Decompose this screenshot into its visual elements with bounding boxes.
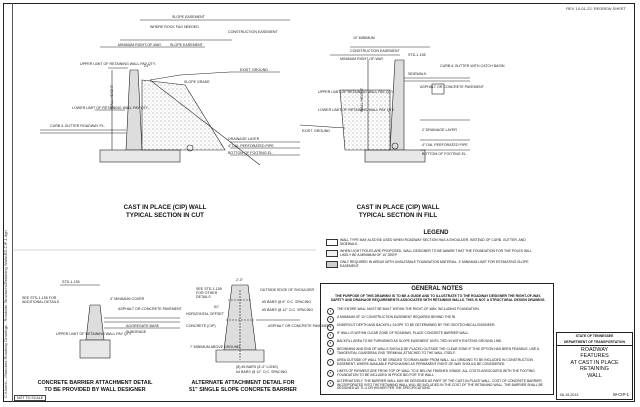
legend-symbol-icon (326, 250, 338, 257)
general-notes: GENERAL NOTES THE PURPOSE OF THIS DRAWIN… (320, 283, 554, 395)
legend-title: LEGEND (423, 230, 449, 236)
barrier-upper-limit: UPPER LIMIT OF RETAINING WALL PAY QTY. (56, 332, 132, 336)
notes-title: GENERAL NOTES (411, 286, 463, 292)
fill-asphalt: ASPHALT OR CONCRETE PAVEMENT (420, 85, 484, 89)
cut-curb-gutter: CURB & GUTTER ROADWAY P.L. (50, 124, 106, 128)
cut-min-row: MINIMUM RIGHT-OF-WAY (118, 43, 162, 47)
fill-std-1155: STD-1-155 (408, 53, 426, 57)
cut-dim-24: 24" (144, 64, 150, 68)
alt-bars-b: #5 BARS @ 12" O.C. SPACING (262, 308, 313, 312)
not-to-scale-note: NOT TO SCALE (14, 395, 47, 401)
fill-sidewalk: SIDEWALK (408, 72, 427, 76)
alt-title-line1: ALTERNATE ATTACHMENT DETAIL FOR (191, 380, 295, 386)
revision-tag: REV 10-01-22: REDREW SHEET (566, 6, 626, 11)
fill-bottom-footing: BOTTOM OF FOOTING EL. (422, 152, 468, 156)
tb-dept: DEPARTMENT OF TRANSPORTATION (557, 340, 632, 346)
barrier-title-line2: TO BE PROVIDED BY WALL DESIGNER (44, 387, 146, 393)
cut-wall-height: WALL HEIGHT (110, 84, 115, 110)
cut-drainage-layer: DRAINAGE LAYER (228, 137, 260, 141)
cut-where-rock: WHERE ROCK FAG NEEDED (150, 25, 199, 29)
tb-date: 06-15-2013 (560, 393, 579, 397)
alt-dim-2-0: 2'-0" (236, 278, 244, 282)
alt-see-std: SEE STD-1-155 FOR OTHER DETAILS (196, 287, 222, 299)
cut-bottom-footing: BOTTOM OF FOOTING EL. (228, 151, 274, 155)
alt-asphalt: ASPHALT OR CONCRETE PAVEMENT (268, 324, 332, 328)
fill-construction-easement: CONSTRUCTION EASEMENT (350, 49, 400, 53)
notes-intro: THE PURPOSE OF THIS DRAWING IS TO BE A G… (330, 294, 546, 302)
fill-lower-limit: LOWER LIMIT OF RETAINING WALL PAY QTY. (318, 108, 395, 112)
fill-drainage: 2' DRAINAGE LAYER (422, 128, 457, 132)
drawing-sheet (3, 3, 635, 402)
alt-title-line2: 51" SINGLE SLOPE CONCRETE BARRIER (189, 387, 297, 393)
alt-dim-51: 51" (214, 305, 220, 309)
side-strip: C:\Users\...\Standard Roadway Drawings -… (3, 3, 13, 402)
cut-slope-easement: SLOPE EASEMENT (172, 15, 205, 19)
cut-construction-easement: CONSTRUCTION EASEMENT (228, 30, 278, 34)
cut-exist-ground: EXIST. GROUND (240, 68, 268, 72)
barrier-min-cover: 3" MINIMUM COVER (110, 297, 145, 301)
fill-curb-gutter: CURB & GUTTER WITH CATCH BASIN (440, 64, 505, 68)
barrier-std: STD-1-155 (62, 280, 80, 284)
cut-title-line1: CAST IN PLACE (CIP) WALL (123, 204, 207, 211)
tb-title: ROADWAY FEATURES AT CAST IN PLACE RETAIN… (570, 347, 619, 379)
legend: LEGEND WALL TYPE MAY ALSO BE USED WHEN R… (326, 230, 546, 276)
fill-title-line2: TYPICAL SECTION IN FILL (358, 212, 438, 219)
legend-symbol-icon (326, 261, 338, 268)
alt-bars-c: (8) #5 BARS (6'-0" LONG) (236, 365, 278, 369)
cut-title-line2: TYPICAL SECTION IN CUT (126, 212, 204, 219)
alt-concrete: CONCRETE (CIP) (186, 324, 216, 328)
barrier-asphalt: ASPHALT OR CONCRETE PAVEMENT (118, 307, 182, 311)
fill-upper-limit: UPPER LIMIT OF RETAINING WALL PAY QTY. (318, 90, 394, 94)
alt-bars-a: #5 BARS @ 6" O.C. SPACING (262, 300, 311, 304)
barrier-aggregate: AGGREGATE BASE (126, 324, 160, 328)
fill-exist-ground: EXIST. GROUND (302, 129, 330, 133)
cut-lower-limit: LOWER LIMIT OF RETAINING WALL PAY QTY. (72, 106, 149, 110)
fill-title-line1: CAST IN PLACE (CIP) WALL (356, 204, 440, 211)
cut-slope-easement-2: SLOPE EASEMENT (170, 43, 203, 47)
title-block: STATE OF TENNESSEE DEPARTMENT OF TRANSPO… (556, 332, 633, 400)
barrier-subgrade: SUBGRADE (126, 330, 147, 334)
cut-slope-grade: SLOPE GRADE (184, 80, 210, 84)
fill-min-row: MINIMUM RIGHT-OF-WAY (340, 57, 384, 61)
tb-drawing-id: W-CIP-1 (613, 392, 629, 397)
barrier-see-std: SEE STD-1-155 FOR ADDITIONAL DETAILS (22, 296, 60, 304)
cut-perf-pipe: 4" DIA. PERFORATED PIPE (228, 144, 274, 148)
fill-min-10: 10' MINIMUM (353, 36, 375, 40)
fill-wall-height: WALL HEIGHT (360, 87, 365, 113)
alt-horizontal-offset: HORIZONTAL OFFSET (186, 312, 224, 316)
alt-outside-edge: OUTSIDE EDGE OF SHOULDER (260, 288, 315, 292)
fill-perf-pipe: 4" DIA. PERFORATED PIPE (422, 143, 468, 147)
alt-min-above: 7' MINIMUM ABOVE GROUND (190, 345, 241, 349)
alt-bars-d: #4 BARS @ 12" O.C. SPACING (236, 370, 287, 374)
cut-upper-limit: UPPER LIMIT OF RETAINING WALL PAY QTY. (80, 62, 156, 66)
tb-state: STATE OF TENNESSEE (575, 334, 614, 338)
barrier-title-line1: CONCRETE BARRIER ATTACHMENT DETAIL (37, 380, 153, 386)
legend-symbol-icon (326, 239, 338, 246)
